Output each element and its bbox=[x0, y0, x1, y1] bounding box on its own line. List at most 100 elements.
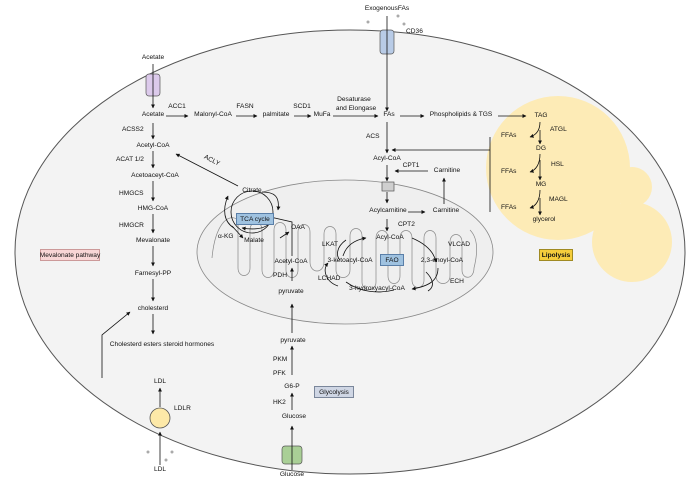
g6p-label: G6-P bbox=[284, 383, 300, 390]
alpha-kg-label: α-KG bbox=[218, 233, 234, 240]
arrow bbox=[261, 191, 281, 211]
fas-label: FAs bbox=[383, 111, 395, 118]
exogenous-dot bbox=[396, 14, 400, 18]
scd1-label: SCD1 bbox=[293, 103, 311, 110]
mevalonate-pathway-box: Mevalonate pathway bbox=[40, 249, 100, 261]
ffas-3-label: FFAs bbox=[501, 204, 517, 211]
magl-label: MAGL bbox=[549, 196, 568, 203]
acetate-label: Acetate bbox=[141, 111, 165, 118]
atgl-label: ATGL bbox=[550, 126, 567, 133]
lkat-label: LKAT bbox=[322, 241, 339, 248]
ldl-dot bbox=[146, 450, 150, 454]
tca-cycle-box: TCA cycle bbox=[236, 213, 274, 225]
fao-box: FAO bbox=[380, 254, 404, 266]
arrow bbox=[279, 231, 290, 239]
arrow bbox=[345, 281, 395, 293]
hmg-coa-label: HMG-CoA bbox=[137, 205, 169, 212]
pfk-label: PFK bbox=[273, 370, 286, 377]
ldlr-receptor bbox=[149, 407, 171, 429]
acetyl-coa-label: Acetyl-CoA bbox=[136, 142, 170, 149]
enoyl-label: 2,3-enoyl-CoA bbox=[420, 257, 464, 264]
acetoacetyl-coa-label: Acetoaceyt-CoA bbox=[131, 172, 179, 179]
ldl-inside-label: LDL bbox=[153, 378, 167, 385]
ldlr-label: LDLR bbox=[174, 405, 191, 412]
malate-label: Malate bbox=[244, 237, 264, 244]
arrow bbox=[529, 121, 541, 138]
hk2-label: HK2 bbox=[273, 399, 286, 406]
arrow bbox=[342, 236, 367, 257]
pathway-arrows bbox=[101, 16, 542, 470]
malonyl-coa-label: Malonyl-CoA bbox=[194, 111, 232, 118]
citrate-label: Citrate bbox=[242, 187, 262, 194]
hydroxyacyl-label: 3-hydroxyacyl-CoA bbox=[349, 285, 405, 292]
lipid-droplet-large bbox=[486, 96, 630, 240]
inner-acyl-coa-label: Acyl-CoA bbox=[376, 234, 404, 241]
acat-label: ACAT 1/2 bbox=[116, 156, 144, 163]
arrow bbox=[265, 214, 293, 256]
vlcad-label: VLCAD bbox=[448, 241, 470, 248]
elongase-label: and Elongase bbox=[335, 105, 377, 112]
mufa-label: MuFa bbox=[313, 111, 331, 118]
lchad-label: LCHAD bbox=[318, 275, 341, 282]
ldl-outside-label: LDL bbox=[153, 466, 167, 473]
hsl-label: HSL bbox=[551, 161, 564, 168]
arrow bbox=[411, 237, 438, 263]
cholesterol-esters-label: Cholesterd esters steroid hormones bbox=[109, 341, 215, 348]
arrow bbox=[411, 267, 439, 291]
phospholipids-label: Phospholipids & TGS bbox=[429, 111, 493, 118]
acetate-outside-label: Acetate bbox=[141, 54, 165, 61]
glycerol-label: glycerol bbox=[532, 216, 556, 223]
ldl-dot bbox=[170, 450, 174, 454]
ffas-2-label: FFAs bbox=[501, 168, 517, 175]
acs-label: ACS bbox=[366, 133, 380, 140]
ffas-1-label: FFAs bbox=[501, 132, 517, 139]
lipolysis-box: Lipolysis bbox=[539, 249, 573, 261]
cpt1-label: CPT1 bbox=[402, 162, 420, 169]
dg-label: DG bbox=[536, 145, 546, 152]
carnitine-label: Carnitine bbox=[432, 207, 460, 214]
hmgcs-label: HMGCS bbox=[119, 190, 144, 197]
exogenous-fas-label: ExogenousFAs bbox=[364, 5, 410, 12]
pdh-label: PDH bbox=[273, 272, 287, 279]
pyruvate-label: pyruvate bbox=[280, 337, 306, 344]
tag-label: TAG bbox=[534, 112, 548, 119]
fasn-label: FASN bbox=[236, 103, 254, 110]
farnesyl-pp-label: Farnesyl-PP bbox=[134, 270, 172, 277]
glucose-outside-label: Glucose bbox=[279, 471, 305, 478]
cpt2-label: CPT2 bbox=[398, 221, 415, 228]
lipid-droplet-medium bbox=[592, 202, 672, 282]
glycolysis-box: Glycolysis bbox=[314, 386, 354, 398]
carnitine-top-label: Carnitine bbox=[433, 167, 461, 174]
oaa-label: OAA bbox=[291, 224, 305, 231]
exogenous-dot bbox=[402, 22, 406, 26]
mito-acetyl-coa-label: Acetyl-CoA bbox=[274, 258, 308, 265]
arrow bbox=[224, 195, 235, 229]
acc1-label: ACC1 bbox=[168, 103, 186, 110]
arrow bbox=[337, 239, 347, 261]
cd36-label: CD36 bbox=[406, 28, 423, 35]
arrow bbox=[529, 189, 541, 209]
acyl-coa-label: Acyl-CoA bbox=[373, 155, 401, 162]
mito-pyruvate-label: pyruvate bbox=[278, 288, 304, 295]
arrow bbox=[175, 153, 239, 187]
ech-label: ECH bbox=[450, 278, 464, 285]
tca-cycle-ring bbox=[230, 190, 274, 234]
ketoacyl-label: 3-ketoacyl-CoA bbox=[327, 257, 373, 264]
mitochondrion-cristae bbox=[211, 217, 477, 290]
palmitate-label: palmitate bbox=[262, 111, 290, 118]
lipid-droplet-small bbox=[612, 167, 652, 207]
exogenous-dot bbox=[366, 20, 370, 24]
glucose-inside-label: Glucose bbox=[281, 413, 307, 420]
arrow bbox=[101, 311, 131, 378]
acylcarnitine-label: Acylcarnitine bbox=[369, 207, 407, 214]
desaturase-label: Desaturase bbox=[337, 96, 371, 103]
mg-label: MG bbox=[535, 181, 547, 188]
pkm-label: PKM bbox=[273, 356, 288, 363]
arrow bbox=[324, 262, 339, 287]
arrow bbox=[529, 153, 541, 173]
ldl-dot bbox=[164, 458, 168, 462]
acss2-label: ACSS2 bbox=[122, 126, 144, 133]
hmgcr-label: HMGCR bbox=[119, 222, 144, 229]
arrow bbox=[231, 225, 244, 239]
